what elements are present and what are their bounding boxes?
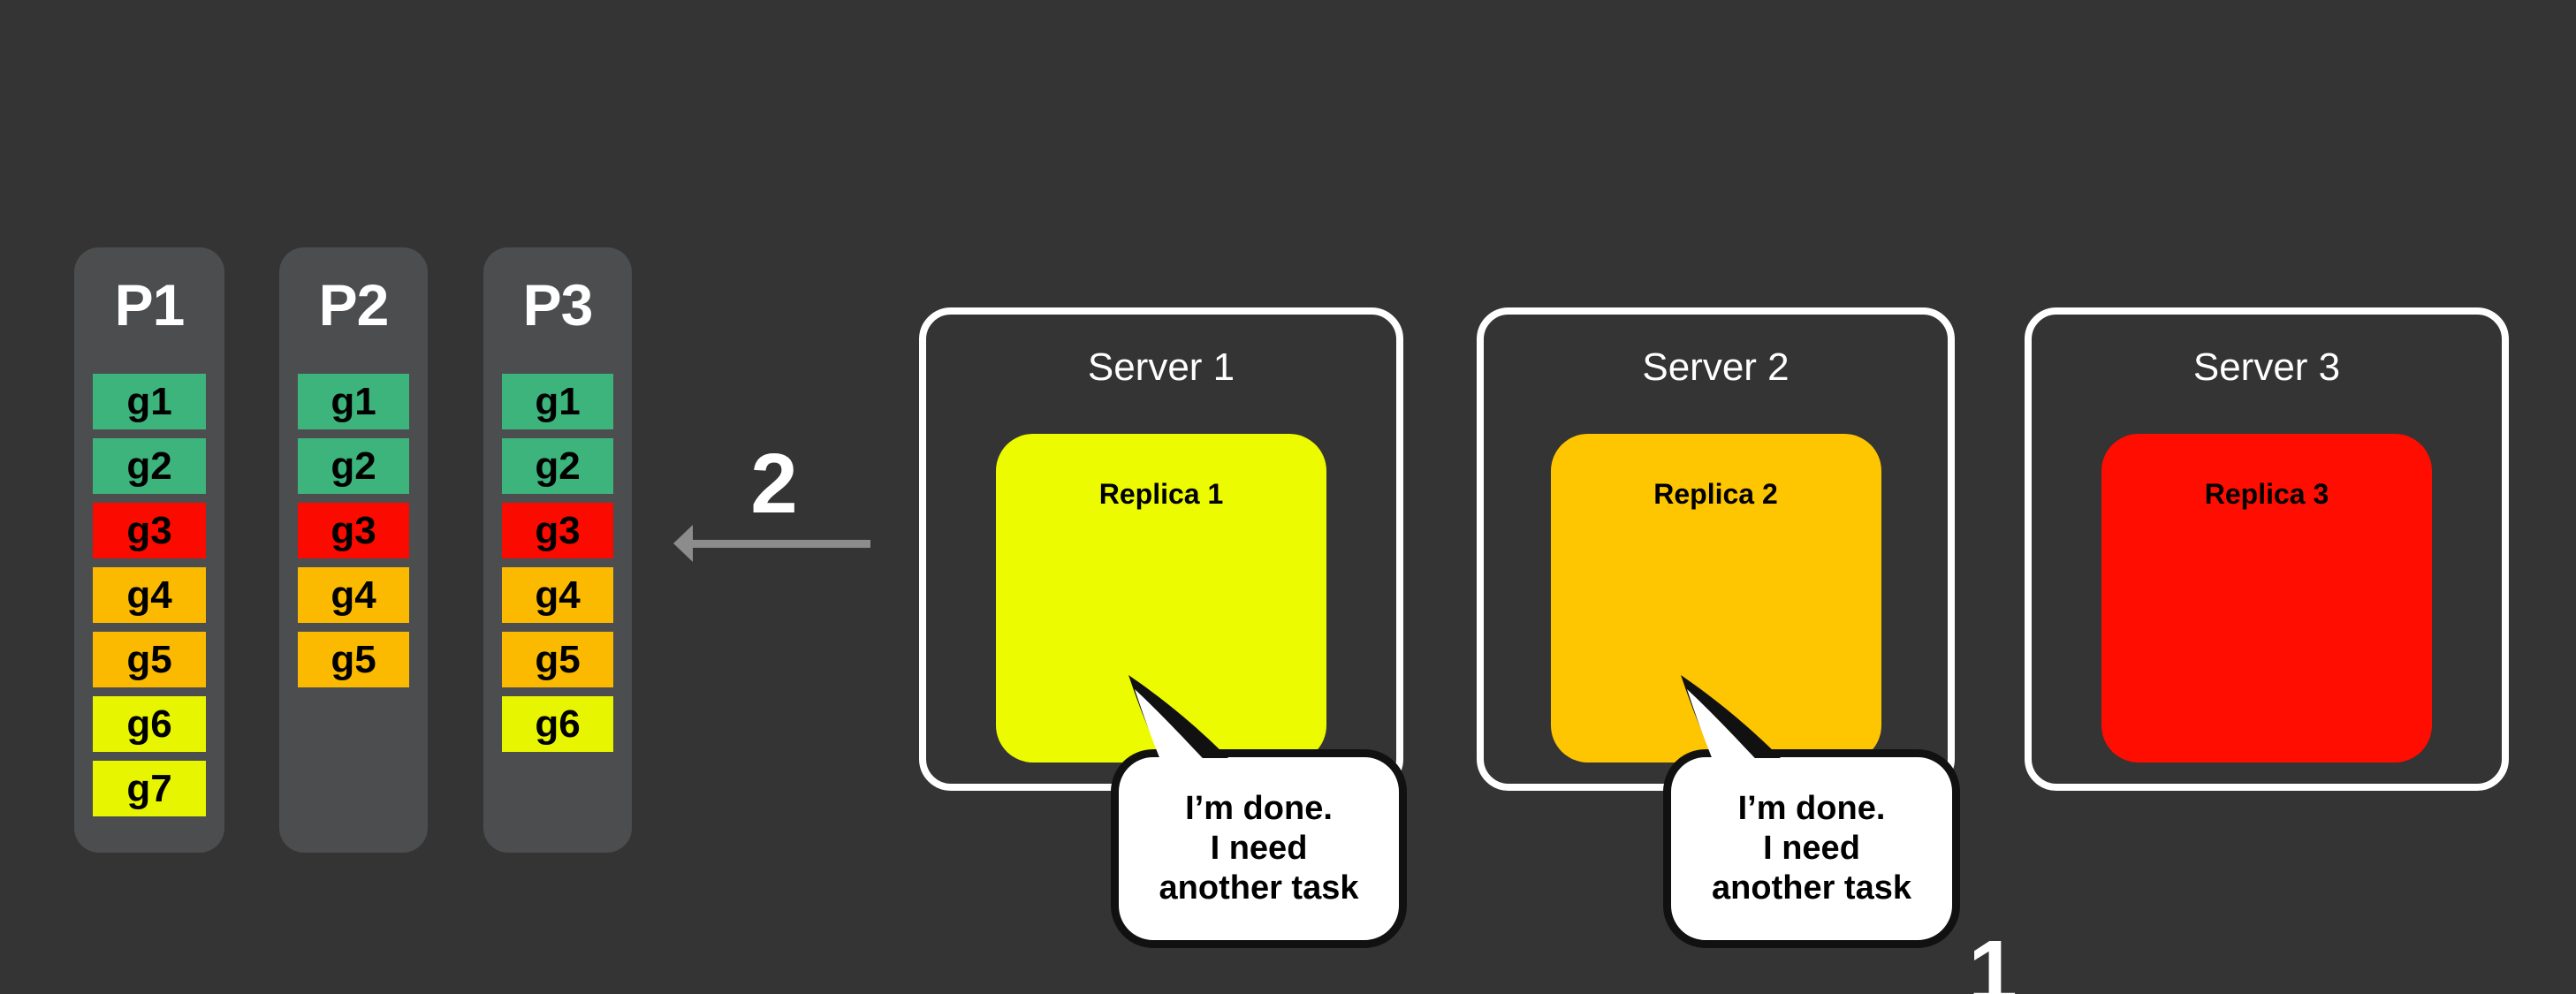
partition-p3-cells: g1 g2 g3 g4 g5 g6	[502, 374, 613, 752]
bubble-line: I’m done.	[1185, 790, 1333, 827]
replica-3-box: Replica 3	[2101, 434, 2432, 763]
partition-title: P1	[114, 272, 186, 338]
task-cell: g6	[93, 696, 206, 752]
partition-title: P3	[522, 272, 594, 338]
replica-label: Replica 3	[2204, 478, 2329, 510]
task-cell: g3	[502, 503, 613, 558]
task-cell: g2	[502, 438, 613, 494]
bubble-line: I need	[1763, 830, 1860, 867]
server-title: Server 2	[1642, 345, 1790, 389]
task-cell: g1	[298, 374, 409, 429]
task-cell: g3	[93, 503, 206, 558]
arrow-left-icon	[673, 525, 870, 562]
step-2-label: 2	[750, 436, 798, 531]
speech-bubble-replica-2: I’m done. I need another task	[1663, 749, 1960, 948]
partition-p2: P2 g1 g2 g3 g4 g5	[279, 247, 428, 853]
bubble-line: I need	[1210, 830, 1308, 867]
task-cell: g1	[93, 374, 206, 429]
speech-tail-icon	[1128, 675, 1228, 770]
task-cell: g6	[502, 696, 613, 752]
partition-p1-cells: g1 g2 g3 g4 g5 g6 g7	[93, 374, 206, 816]
step-1-label: 1	[1968, 922, 2017, 994]
bubble-line: I’m done.	[1737, 790, 1886, 827]
server-title: Server 3	[2192, 345, 2341, 389]
task-cell: g5	[298, 632, 409, 687]
server-title: Server 1	[1087, 345, 1235, 389]
bubble-line: another task	[1712, 869, 1911, 907]
server-3-box: Server 3 Replica 3	[2025, 307, 2509, 791]
task-cell: g3	[298, 503, 409, 558]
task-cell: g7	[93, 761, 206, 816]
task-cell: g2	[298, 438, 409, 494]
replica-label: Replica 1	[1098, 478, 1224, 510]
task-cell: g5	[502, 632, 613, 687]
partition-title: P2	[318, 272, 390, 338]
task-cell: g4	[298, 567, 409, 623]
speech-bubble-replica-1: I’m done. I need another task	[1111, 749, 1407, 948]
bubble-line: another task	[1159, 869, 1359, 907]
partition-p3: P3 g1 g2 g3 g4 g5 g6	[483, 247, 632, 853]
task-cell: g1	[502, 374, 613, 429]
partition-p1: P1 g1 g2 g3 g4 g5 g6 g7	[74, 247, 224, 853]
partition-p2-cells: g1 g2 g3 g4 g5	[298, 374, 409, 687]
task-cell: g4	[93, 567, 206, 623]
task-cell: g2	[93, 438, 206, 494]
task-cell: g4	[502, 567, 613, 623]
speech-tail-icon	[1681, 675, 1781, 770]
replica-label: Replica 2	[1653, 478, 1778, 510]
task-cell: g5	[93, 632, 206, 687]
